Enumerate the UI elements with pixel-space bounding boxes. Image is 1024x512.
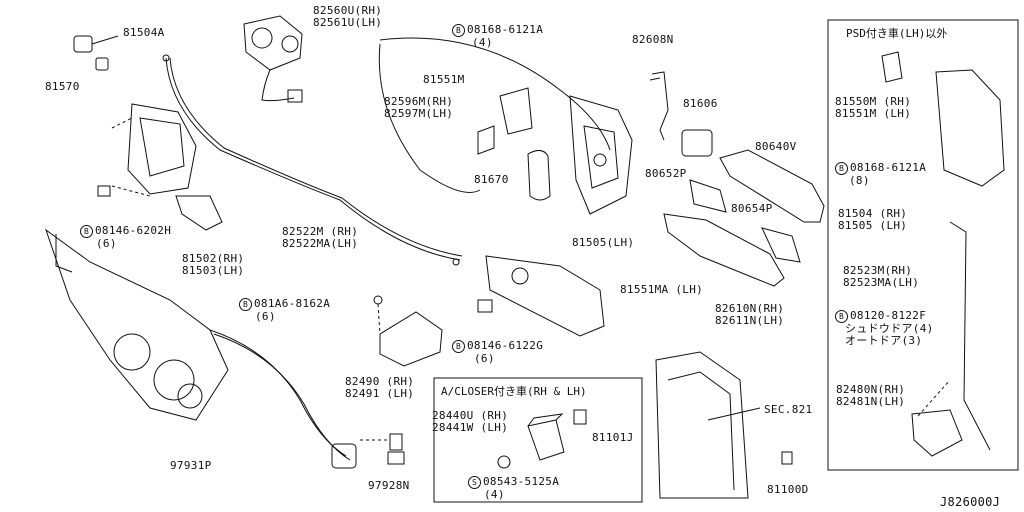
label-82523M-rh: 82523M(RH) [843,264,913,277]
label-82608N: 82608N [632,33,674,46]
label-82560U: 82560U(RH) 82561U(LH) [313,5,382,29]
diagram-id: J826000J [940,495,1001,509]
label-82522M-rh: 82522M (RH) [282,225,359,238]
label-82491-lh: 82491 (LH) [345,387,415,400]
label-82522M: 82522M (RH) 82522MA(LH) [282,226,358,250]
body-panel-sec821-drawing [655,351,793,499]
label-08120-note-manual: シュドウドア(4) [845,322,934,335]
closer-motor-97931P-drawing [45,228,357,469]
label-81505-lh: 81505 (LH) [838,219,908,232]
label-81503-lh: 81503(LH) [182,264,245,277]
label-82523M: 82523M(RH) 82523MA(LH) [843,265,919,289]
bolt-mark-b-icon: B [80,225,93,238]
bolt-mark-b-icon: B [835,162,848,175]
label-81670: 81670 [474,173,509,186]
label-81551MA: 81551MA (LH) [620,283,704,296]
label-82561U-lh: 82561U(LH) [313,16,383,29]
label-82596M: 82596M(RH) 82597M(LH) [384,96,453,120]
label-82597M-lh: 82597M(LH) [384,107,454,120]
bolt-mark-b-icon: B [239,298,252,311]
label-82610N-rh: 82610N(RH) [715,302,785,315]
label-08146-6122G-qty: (6) [474,352,495,365]
label-81502: 81502(RH) 81503(LH) [182,253,244,277]
label-82490: 82490 (RH) 82491 (LH) [345,376,414,400]
cable-loop-82596M-drawing [378,37,611,193]
label-82596M-rh: 82596M(RH) [384,95,454,108]
label-81606: 81606 [683,97,718,110]
bolt-mark-b-icon: B [835,310,848,323]
label-81550M: 81550M (RH) 81551M (LH) [835,96,911,120]
label-81504-psd: 81504 (RH) 81505 (LH) [838,208,907,232]
label-81502-rh: 81502(RH) [182,252,245,265]
label-97928N: 97928N [368,479,410,492]
inside-handle-82610N-drawing [663,213,785,287]
a-closer-box-frame [433,377,643,503]
cable-82522M-drawing [162,54,463,266]
label-28440U: 28440U (RH) 28441W (LH) [432,410,508,434]
psd-box-frame [827,19,1019,471]
label-80652P: 80652P [645,167,687,180]
clip-81504A-drawing [73,35,119,71]
label-82610N: 82610N(RH) 82611N(LH) [715,303,784,327]
label-80640V: 80640V [755,140,797,153]
label-97931P: 97931P [170,459,212,472]
label-80654P: 80654P [731,202,773,215]
label-82480N-rh: 82480N(RH) [836,383,906,396]
label-081A6-qty: (6) [255,310,276,323]
striker-82490-drawing [373,295,443,367]
label-81504-rh: 81504 (RH) [838,207,908,220]
label-08168-psd-qty: (8) [849,174,870,187]
label-81551M: 81551M [423,73,465,86]
handle-81670-drawing [527,150,551,201]
outside-handle-80640V-drawing [681,129,825,263]
latch-81502-drawing [97,103,223,231]
label-08168-top-qty: (4) [472,36,493,49]
label-81570: 81570 [45,80,80,93]
label-82522MA-lh: 82522MA(LH) [282,237,359,250]
label-82560U-rh: 82560U(RH) [313,4,383,17]
latch-81505-drawing [569,95,633,215]
lock-81551MA-drawing [477,255,605,337]
label-82490-rh: 82490 (RH) [345,375,415,388]
label-81100D: 81100D [767,483,809,496]
psd-latch-drawing [881,51,1005,457]
clip-97928N-drawing [360,433,405,465]
bolt-mark-b-icon: B [452,340,465,353]
label-82481N-lh: 82481N(LH) [836,395,906,408]
bolt-mark-b-icon: B [452,24,465,37]
label-81505-lh: 81505(LH) [572,236,635,249]
a-closer-box-title: A/CLOSER付き車(RH & LH) [441,385,587,398]
label-28441W-lh: 28441W (LH) [432,421,509,434]
label-sec821: SEC.821 [764,403,813,416]
rod-82608N-drawing [649,71,669,141]
label-82611N-lh: 82611N(LH) [715,314,785,327]
label-81550M-rh: 81550M (RH) [835,95,912,108]
label-82523MA-lh: 82523MA(LH) [843,276,920,289]
label-08120-note-auto: オートドア(3) [845,334,923,347]
label-08543-qty: (4) [484,488,505,501]
label-82480N: 82480N(RH) 82481N(LH) [836,384,905,408]
label-81551M-lh: 81551M (LH) [835,107,912,120]
label-08146-6202H-qty: (6) [96,237,117,250]
psd-box-title: PSD付き車(LH)以外 [846,27,948,40]
actuator-motor-82560U-drawing [243,15,303,103]
screw-mark-s-icon: S [468,476,481,489]
label-81101J: 81101J [592,431,634,444]
closer-unit-28440U-drawing [497,409,587,469]
label-28440U-rh: 28440U (RH) [432,409,509,422]
label-81504A: 81504A [123,26,165,39]
